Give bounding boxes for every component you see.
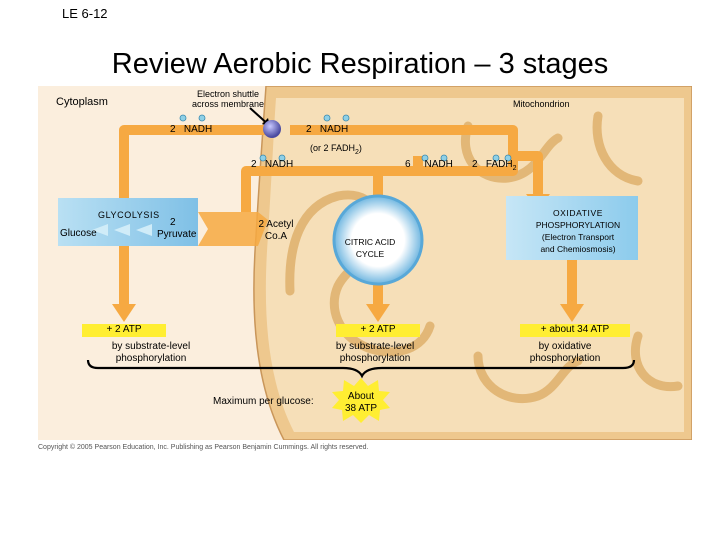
acetyl-coa-box <box>198 212 268 246</box>
total-atp-burst <box>332 378 390 423</box>
cytoplasm-label: Cytoplasm <box>56 96 108 108</box>
slide-title: Review Aerobic Respiration – 3 stages <box>111 48 609 80</box>
carrier-dots <box>179 114 512 162</box>
citric-acid-cycle <box>332 194 424 286</box>
pyruvate-count: 2 <box>170 217 176 228</box>
mitochondrion-label: Mitochondrion <box>513 99 570 109</box>
arrowhead-glycolysis-atp <box>112 304 136 322</box>
atp-oxphos-amount: + about 34 ATP <box>540 324 610 335</box>
pyruvate-label: Pyruvate <box>157 229 197 240</box>
atp-glycolysis-amount: + 2 ATP <box>106 324 142 335</box>
arrow-glycolysis-nadh <box>119 125 266 198</box>
glycolysis-stage <box>58 198 198 246</box>
arrowhead-oxphos-atp <box>560 304 584 322</box>
krebs-nadh-label: 6 NADH <box>405 159 453 170</box>
max-per-glucose-label: Maximum per glucose: <box>213 396 314 407</box>
copyright-notice: Copyright © 2005 Pearson Education, Inc.… <box>38 444 369 451</box>
arrow-mito-nadh <box>290 125 518 156</box>
oxphos-label: Oxidative phosphorylation (Electron Tran… <box>535 208 621 254</box>
slide-code: LE 6-12 <box>62 6 108 21</box>
atp-bar-citric <box>336 324 420 337</box>
shuttle-left-nadh: 2 NADH <box>170 124 213 135</box>
citric-acid-cycle-label: Citric acidcycle <box>344 237 396 259</box>
flow-arrows <box>119 125 577 306</box>
mitochondrion <box>253 86 692 440</box>
electron-shuttle <box>249 107 281 138</box>
oxphos-stage <box>506 196 638 260</box>
shuttle-right-nadh: 2 NADH <box>306 124 349 135</box>
glycolysis-label: Glycolysis <box>98 210 160 220</box>
atp-bar-oxphos <box>520 324 630 337</box>
krebs-fadh-label: 2 FADH2 <box>472 159 517 172</box>
atp-bar-glycolysis <box>82 324 166 337</box>
arrowhead-krebs-atp <box>366 304 390 322</box>
shuttle-alt-fadh: (or 2 FADH2) <box>310 143 362 156</box>
respiration-diagram <box>38 86 692 440</box>
arrow-acetyl-nadh <box>241 156 423 212</box>
shuttle-protein <box>263 120 281 138</box>
atp-citric-amount: + 2 ATP <box>360 324 396 335</box>
acetyl-nadh-label: 2 NADH <box>251 159 294 170</box>
glucose-label: Glucose <box>60 228 97 239</box>
total-bracket <box>86 359 636 379</box>
arrow-krebs-electrons <box>373 151 543 198</box>
